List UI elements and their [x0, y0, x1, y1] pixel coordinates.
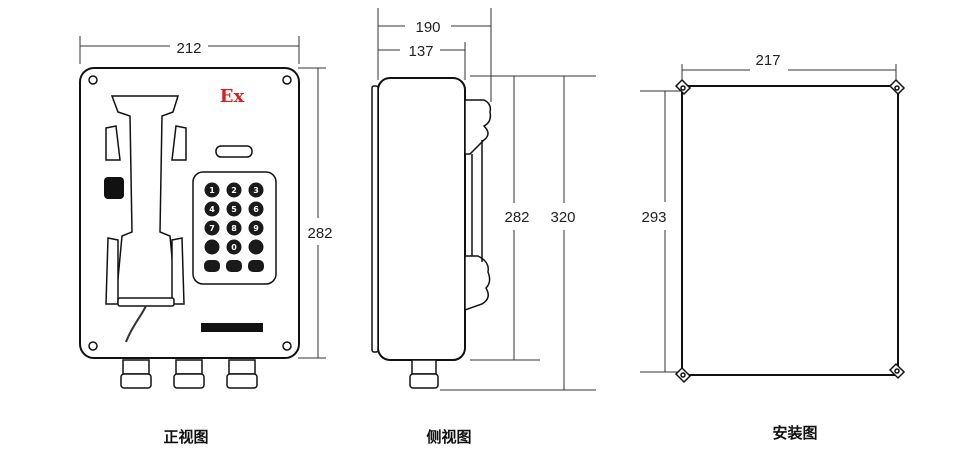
side-view: 190 137 282 320 侧视图 [371, 8, 596, 446]
front-width-dimension [79, 36, 300, 64]
front-view: 212 282 Ex [79, 36, 333, 446]
install-view: 217 293 安装图 [640, 52, 906, 442]
keypad-key: 3 [248, 182, 264, 198]
keypad-key-label: 6 [253, 205, 259, 214]
install-mounting-tabs [674, 78, 906, 384]
keypad-key [248, 260, 264, 272]
keypad-key: 9 [248, 220, 264, 236]
cable-glands [120, 359, 258, 389]
front-screws [88, 75, 292, 351]
handset-cord [125, 305, 147, 343]
keypad-key-label: 5 [231, 205, 237, 214]
keypad-key-label: 9 [253, 224, 259, 233]
side-gland [409, 359, 439, 389]
keypad-key [226, 260, 242, 272]
side-depth-total-label: 190 [415, 19, 440, 36]
keypad-key: 4 [204, 201, 220, 217]
side-back-plate [371, 85, 379, 353]
install-frame [681, 85, 899, 376]
handset [105, 95, 187, 307]
speaker-slot [215, 145, 253, 158]
keypad-key: 5 [226, 201, 242, 217]
side-depth-body-label: 137 [408, 43, 433, 60]
keypad-key: 2 [226, 182, 242, 198]
side-height-body-label: 282 [504, 209, 529, 226]
keypad-key: 6 [248, 201, 264, 217]
keypad-key-label: 8 [231, 224, 237, 233]
front-view-caption: 正视图 [163, 428, 208, 446]
handset-clip [104, 177, 124, 199]
keypad-key: 8 [226, 220, 242, 236]
keypad-key-label: 0 [231, 243, 237, 252]
keypad-key: 1 [204, 182, 220, 198]
front-height-dimension [298, 67, 326, 359]
keypad-key: 7 [204, 220, 220, 236]
install-width-label: 217 [755, 52, 780, 69]
card-slot [201, 323, 263, 332]
keypad-key-label: 3 [253, 186, 259, 195]
side-height-total-label: 320 [550, 209, 575, 226]
install-height-label: 293 [641, 209, 666, 226]
keypad-key-label: 4 [209, 205, 215, 214]
keypad-key: 0 [226, 239, 242, 255]
ex-mark: Ex [220, 86, 245, 107]
front-width-label: 212 [176, 40, 201, 57]
keypad-key [204, 239, 220, 255]
side-housing [377, 77, 466, 361]
install-dimensions [640, 64, 897, 373]
side-height-dimensions [440, 75, 596, 391]
side-hooks [464, 99, 492, 312]
side-depth-dimensions [377, 8, 492, 102]
keypad-key-label: 1 [209, 186, 215, 195]
front-height-label: 282 [307, 225, 332, 242]
keypad-key [248, 239, 264, 255]
keypad-keys: 1 2 3 4 5 6 7 8 9 0 [204, 182, 264, 272]
install-view-caption: 安装图 [772, 424, 817, 442]
keypad-key-label: 7 [209, 224, 215, 233]
keypad-key [204, 260, 220, 272]
side-view-caption: 侧视图 [426, 428, 471, 446]
keypad-key-label: 2 [231, 186, 237, 195]
